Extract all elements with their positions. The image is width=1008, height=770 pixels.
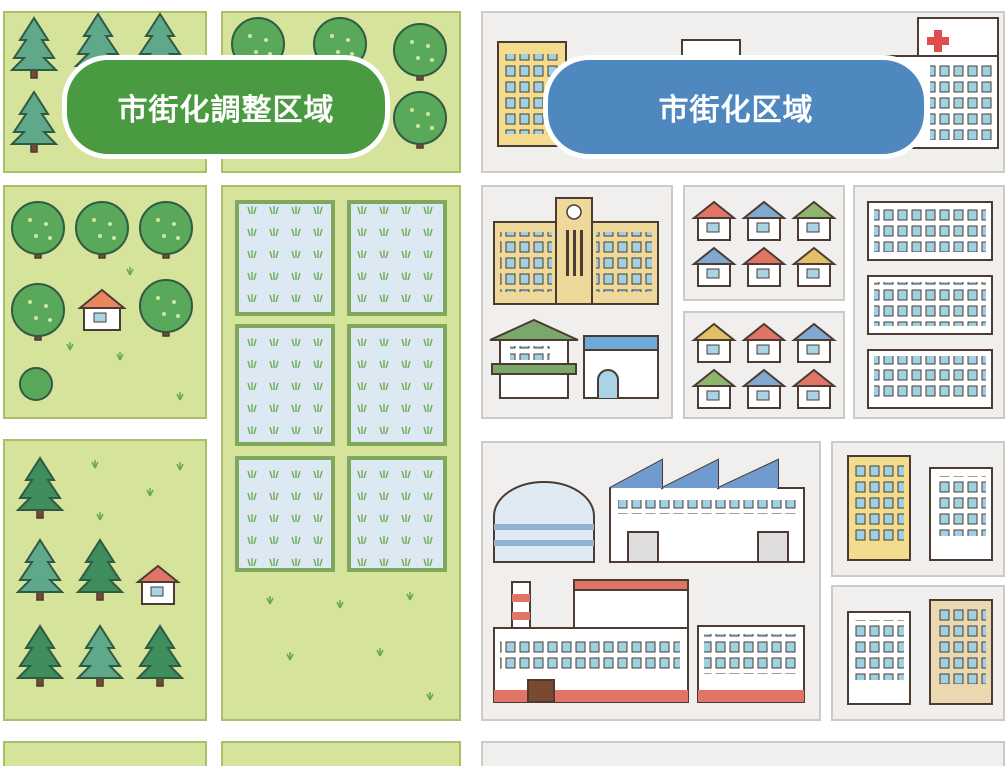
factory-icon (609, 458, 805, 563)
urbanization-control-area-label: 市街化調整区域 (62, 55, 390, 159)
house-icon (693, 201, 835, 409)
rice-paddy-icon (235, 200, 447, 572)
school-icon (493, 197, 659, 305)
urbanization-promotion-area-label: 市街化区域 (543, 55, 929, 159)
urban-zone (481, 11, 1005, 770)
warehouse-icon (493, 481, 595, 563)
